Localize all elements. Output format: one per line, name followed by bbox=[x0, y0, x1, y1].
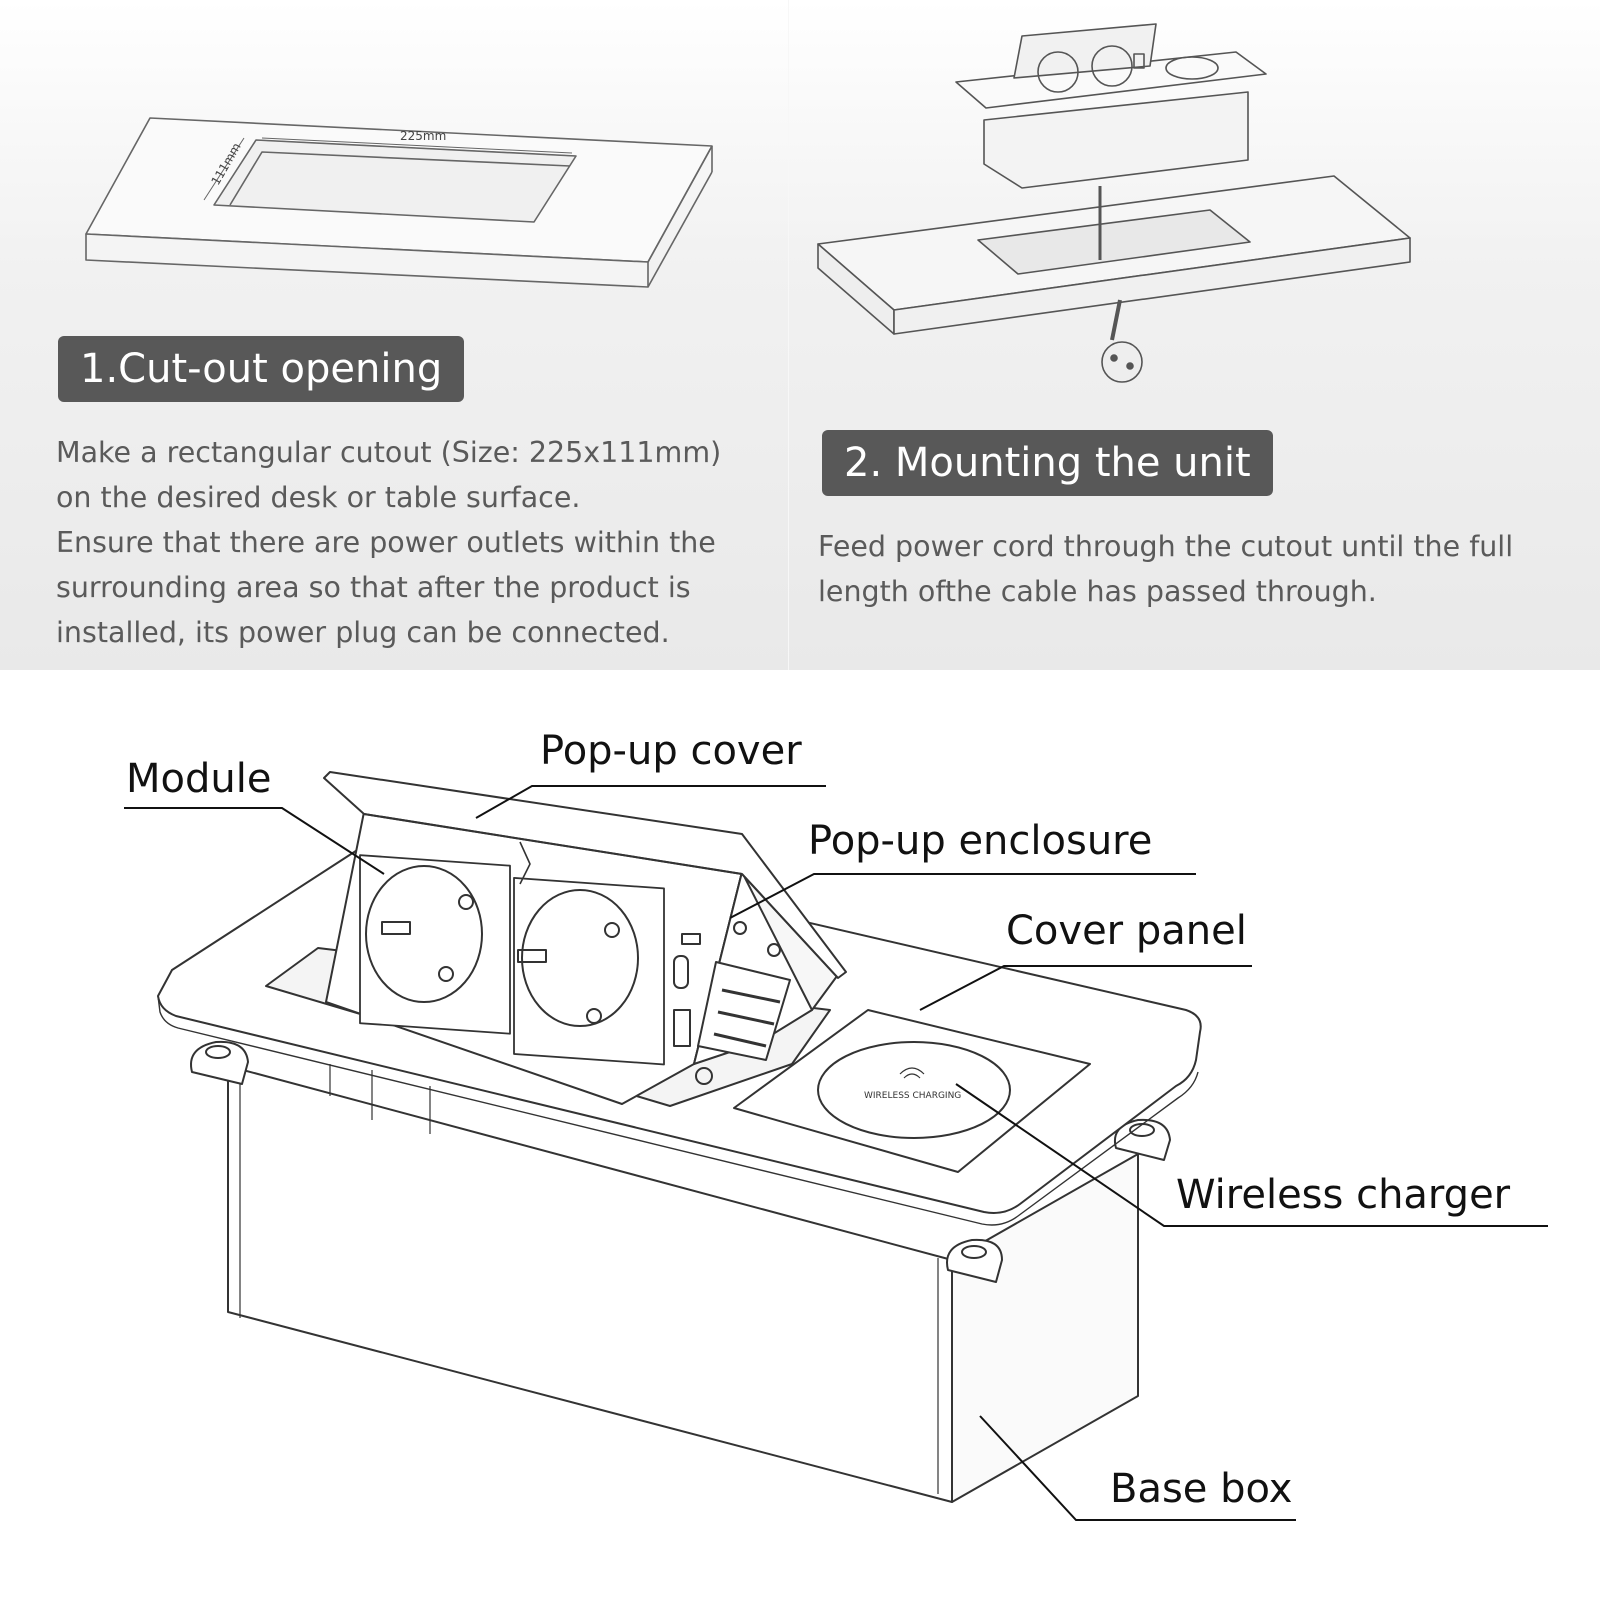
mounting-drawing bbox=[817, 23, 1411, 383]
desk-cutout-drawing bbox=[85, 117, 713, 288]
step-1-line: Ensure that there are power outlets with… bbox=[56, 526, 716, 559]
module-leader bbox=[124, 807, 385, 875]
step-1-title: 1.Cut-out opening bbox=[58, 336, 465, 402]
wireless-charger-leader bbox=[955, 1083, 1548, 1227]
step-1-line: surrounding area so that after the produ… bbox=[56, 571, 691, 604]
leader-lines bbox=[124, 785, 1548, 1521]
popup-cover-label: Pop-up cover bbox=[540, 728, 802, 774]
cover-panel-leader bbox=[919, 965, 1252, 1011]
base-box-leader bbox=[979, 1415, 1296, 1521]
step-1-line: installed, its power plug can be connect… bbox=[56, 616, 670, 649]
step-2-title: 2. Mounting the unit bbox=[822, 430, 1273, 496]
step-1-line: Make a rectangular cutout (Size: 225x111… bbox=[56, 436, 722, 469]
popup-enclosure-label: Pop-up enclosure bbox=[808, 818, 1153, 864]
cover-panel-label: Cover panel bbox=[1006, 908, 1247, 954]
step-2-line: Feed power cord through the cutout until… bbox=[818, 530, 1514, 563]
base-box-label: Base box bbox=[1110, 1466, 1293, 1512]
step-2-description: Feed power cord through the cutout until… bbox=[818, 524, 1513, 614]
module-label: Module bbox=[126, 756, 272, 802]
step-2-line: length ofthe cable has passed through. bbox=[818, 575, 1377, 608]
popup-enclosure-leader bbox=[729, 873, 1196, 919]
dim-width-label: 225mm bbox=[400, 129, 446, 143]
base-box-side bbox=[951, 1153, 1139, 1503]
svg-text:WIRELESS CHARGING: WIRELESS CHARGING bbox=[864, 1091, 961, 1101]
instructions-panel bbox=[0, 0, 1600, 670]
step-1-description: Make a rectangular cutout (Size: 225x111… bbox=[56, 430, 721, 655]
wireless-charger-label: Wireless charger bbox=[1176, 1172, 1511, 1218]
popup-cover-leader bbox=[475, 785, 826, 819]
step-1-line: on the desired desk or table surface. bbox=[56, 481, 581, 514]
panel-divider bbox=[788, 0, 789, 670]
popup-socket-diagram: WIRELESS CHARGING bbox=[157, 771, 1202, 1503]
